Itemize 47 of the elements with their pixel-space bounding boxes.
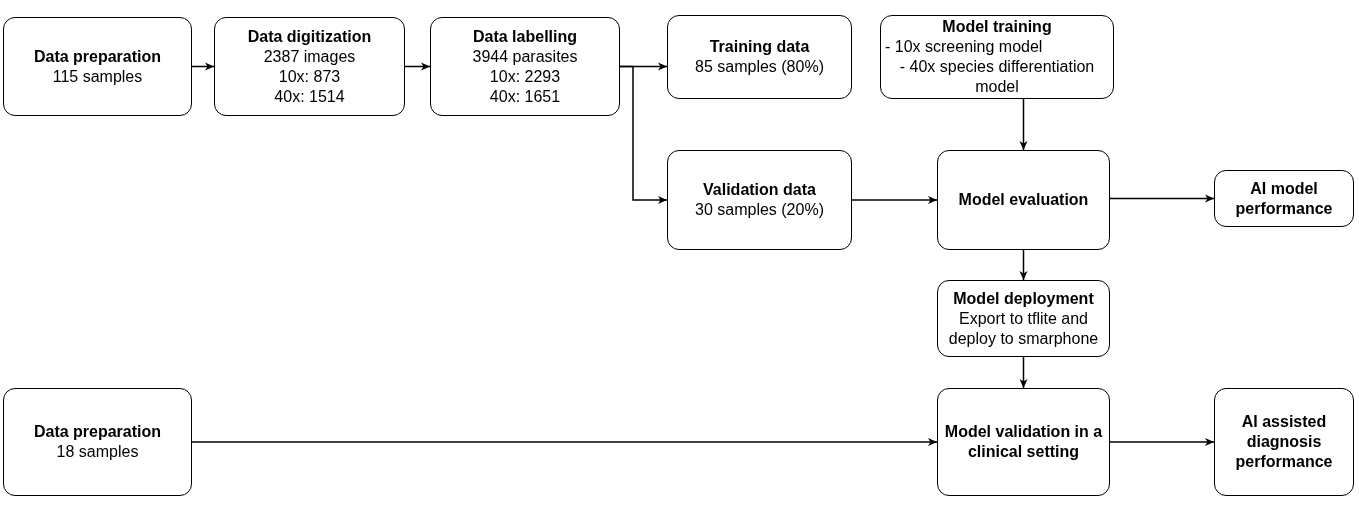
box-text: 2387 images xyxy=(263,46,356,67)
process-box xyxy=(667,150,852,250)
process-box xyxy=(3,17,192,116)
process-box xyxy=(430,17,620,116)
box-text: 85 samples (80%) xyxy=(695,57,824,77)
arrow xyxy=(1019,356,1028,389)
process-box xyxy=(214,17,405,116)
box-title: AI assisted diagnosis performance xyxy=(1234,412,1334,472)
box-title: Model training xyxy=(942,17,1052,37)
box-title: Data digitization xyxy=(247,26,372,47)
box-text: - 40x species differentiation model xyxy=(898,57,1096,97)
arrow xyxy=(404,62,431,71)
box-text: 3944 parasites xyxy=(472,46,578,67)
box-title: Training data xyxy=(709,37,810,57)
process-box xyxy=(667,15,852,99)
arrow xyxy=(1019,249,1028,281)
process-box xyxy=(937,150,1110,250)
box-text: 115 samples xyxy=(52,66,143,87)
arrow xyxy=(619,65,668,204)
arrow xyxy=(851,196,938,204)
process-box xyxy=(1214,388,1354,496)
box-text: 40x: 1514 xyxy=(274,86,345,107)
arrow xyxy=(191,438,938,446)
box-title: Data preparation xyxy=(33,422,162,442)
arrow xyxy=(191,62,215,71)
process-box xyxy=(937,388,1110,496)
process-box xyxy=(937,280,1110,357)
box-title: Data labelling xyxy=(473,26,577,47)
arrow xyxy=(1019,98,1028,151)
box-title: Validation data xyxy=(703,180,816,200)
process-box xyxy=(880,15,1114,99)
box-title: Data preparation xyxy=(33,46,162,67)
box-text: 40x: 1651 xyxy=(489,86,561,107)
arrow xyxy=(1109,194,1215,203)
box-title: AI model performance xyxy=(1234,178,1334,219)
box-title: Model deployment xyxy=(953,288,1094,309)
box-text: 18 samples xyxy=(56,442,139,462)
process-box xyxy=(3,388,192,496)
box-text: - 10x screening model xyxy=(885,37,1043,57)
box-title: Model evaluation xyxy=(958,190,1089,210)
box-text: 30 samples (20%) xyxy=(695,200,824,220)
box-text: 10x: 2293 xyxy=(489,66,561,87)
box-title: Model validation in a clinical setting xyxy=(943,422,1104,462)
box-text: 10x: 873 xyxy=(278,66,341,87)
process-box xyxy=(1214,170,1354,227)
box-text: Export to tflite and deploy to smarphone xyxy=(947,308,1100,349)
arrow xyxy=(1109,438,1215,446)
